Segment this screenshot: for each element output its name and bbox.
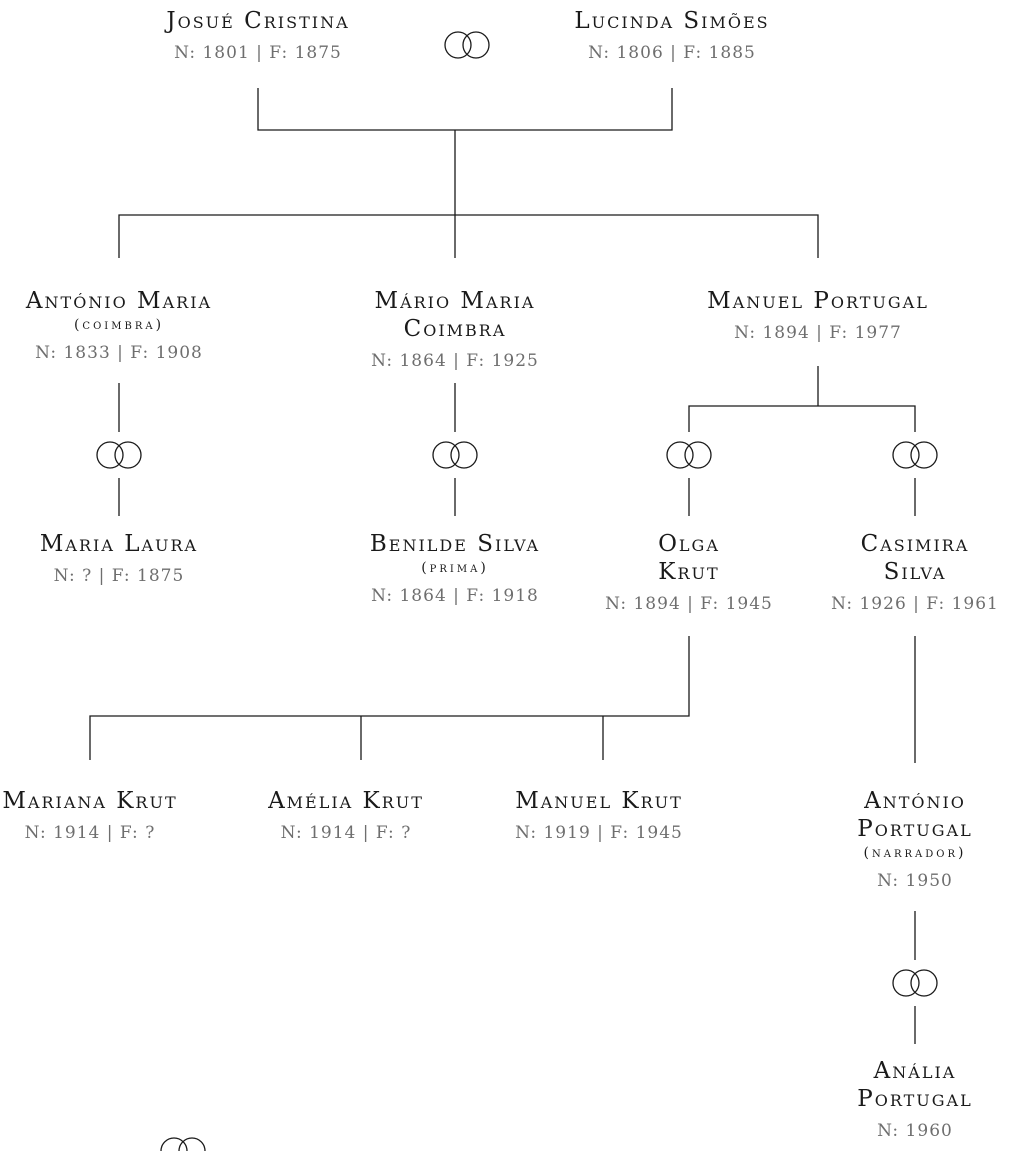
person-dates: N: 1914 | F: ?	[24, 823, 156, 843]
person-name-line-2: Coimbra	[403, 316, 507, 342]
person-dates: N: 1864 | F: 1918	[371, 586, 539, 606]
person-maria-laura: Maria Laura N: ? | F: 1875	[4, 530, 234, 589]
marriage-rings-icon	[892, 441, 938, 469]
person-dates: N: 1806 | F: 1885	[588, 43, 756, 63]
marriage-rings-icon	[432, 441, 478, 469]
person-note: (narrador)	[863, 845, 967, 861]
person-dates: N: 1950	[877, 871, 953, 891]
person-name: Manuel Portugal	[707, 288, 929, 314]
connector-olga-children	[89, 636, 690, 760]
person-analia-portugal: Anália Portugal N: 1960	[800, 1057, 1016, 1144]
person-name: Lucinda Simões	[574, 8, 770, 34]
person-name: Mariana Krut	[2, 788, 178, 814]
person-manuel-portugal: Manuel Portugal N: 1894 | F: 1977	[683, 287, 953, 346]
marriage-rings-icon	[444, 31, 490, 59]
marriage-rings-icon	[892, 969, 938, 997]
person-name: António Maria	[25, 288, 213, 314]
person-name-line-1: Casimira	[860, 531, 970, 557]
person-dates: N: 1926 | F: 1961	[831, 594, 999, 614]
person-dates: N: 1801 | F: 1875	[174, 43, 342, 63]
person-name-line-1: Olga	[658, 531, 720, 557]
person-dates: N: ? | F: 1875	[53, 566, 185, 586]
person-name-line-2: Portugal	[857, 816, 973, 842]
person-mario-maria-coimbra: Mário Maria Coimbra N: 1864 | F: 1925	[340, 287, 570, 374]
person-josue-cristina: Josué Cristina N: 1801 | F: 1875	[143, 7, 373, 66]
person-name-line-2: Krut	[658, 559, 720, 585]
connector-top-couple	[257, 88, 673, 131]
person-name: Josué Cristina	[166, 8, 350, 34]
person-casimira-silva: Casimira Silva N: 1926 | F: 1961	[800, 530, 1016, 617]
person-name-line-1: António	[864, 788, 966, 814]
person-antonio-maria: António Maria (coimbra) N: 1833 | F: 190…	[4, 287, 234, 366]
marriage-rings-icon	[666, 441, 712, 469]
person-name: Maria Laura	[39, 531, 199, 557]
person-note: (coimbra)	[73, 317, 165, 333]
person-dates: N: 1833 | F: 1908	[35, 343, 203, 363]
person-name: Benilde Silva	[369, 531, 541, 557]
person-mariana-krut: Mariana Krut N: 1914 | F: ?	[0, 787, 205, 846]
person-dates: N: 1864 | F: 1925	[371, 351, 539, 371]
person-note: (prima)	[421, 560, 489, 576]
person-lucinda-simoes: Lucinda Simões N: 1806 | F: 1885	[557, 7, 787, 66]
person-name-line-2: Silva	[883, 559, 947, 585]
marriage-rings-icon	[160, 1137, 206, 1151]
person-dates: N: 1919 | F: 1945	[515, 823, 683, 843]
person-dates: N: 1894 | F: 1977	[734, 323, 902, 343]
person-name: Manuel Krut	[515, 788, 683, 814]
person-name-line-2: Portugal	[857, 1086, 973, 1112]
person-antonio-portugal: António Portugal (narrador) N: 1950	[800, 787, 1016, 894]
person-name-line-1: Anália	[873, 1058, 957, 1084]
person-dates: N: 1914 | F: ?	[280, 823, 412, 843]
person-amelia-krut: Amélia Krut N: 1914 | F: ?	[231, 787, 461, 846]
person-dates: N: 1960	[877, 1121, 953, 1141]
person-benilde-silva: Benilde Silva (prima) N: 1864 | F: 1918	[340, 530, 570, 609]
connector-children-bar	[118, 214, 819, 258]
person-name-line-1: Mário Maria	[374, 288, 536, 314]
marriage-rings-icon	[96, 441, 142, 469]
person-olga-krut: Olga Krut N: 1894 | F: 1945	[574, 530, 804, 617]
person-name: Amélia Krut	[268, 788, 424, 814]
person-dates: N: 1894 | F: 1945	[605, 594, 773, 614]
connector-manuel-branch	[688, 366, 916, 432]
person-manuel-krut: Manuel Krut N: 1919 | F: 1945	[484, 787, 714, 846]
